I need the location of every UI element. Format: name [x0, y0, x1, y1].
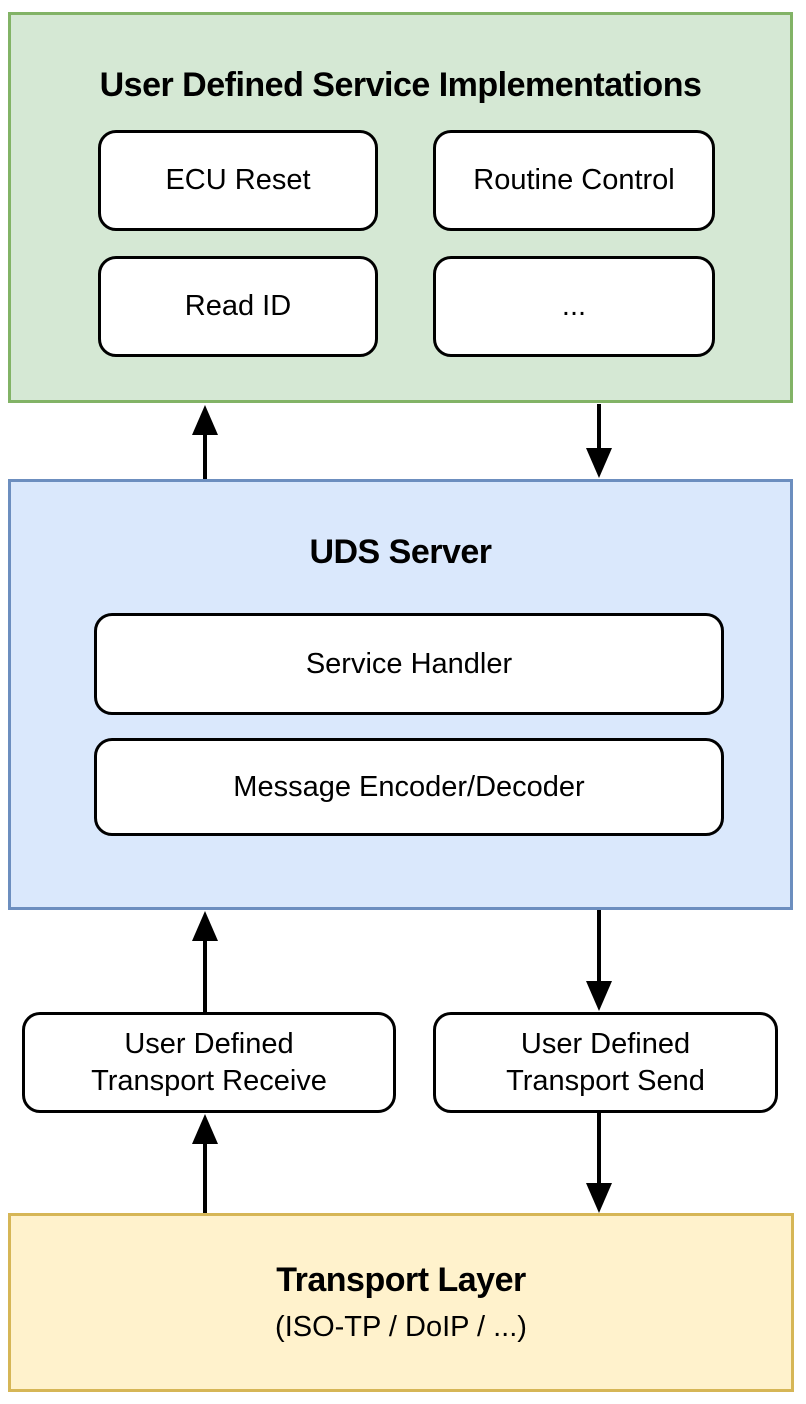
arrow-down-server-to-send-icon — [586, 910, 612, 1011]
arrow-up-server-to-services-icon — [192, 405, 218, 479]
node-service-handler: Service Handler — [94, 613, 724, 715]
transport-layer-subtitle: (ISO-TP / DoIP / ...) — [275, 1311, 527, 1343]
node-more-services: ... — [433, 256, 715, 357]
node-routine-control: Routine Control — [433, 130, 715, 231]
node-ecu-reset: ECU Reset — [98, 130, 378, 231]
transport-layer-title: Transport Layer — [276, 1261, 526, 1299]
uds-server-title: UDS Server — [309, 533, 492, 571]
node-transport-receive: User Defined Transport Receive — [22, 1012, 396, 1113]
node-transport-send: User Defined Transport Send — [433, 1012, 778, 1113]
arrow-up-receive-to-server-icon — [192, 911, 218, 1012]
transport-layer-panel — [8, 1213, 794, 1392]
arrow-down-send-to-transport-icon — [586, 1113, 612, 1213]
node-read-id: Read ID — [98, 256, 378, 357]
arrow-down-services-to-server-icon — [586, 404, 612, 478]
node-message-encoder-decoder: Message Encoder/Decoder — [94, 738, 724, 836]
service-layer-title: User Defined Service Implementations — [99, 66, 702, 104]
arrow-up-transport-to-receive-icon — [192, 1114, 218, 1214]
